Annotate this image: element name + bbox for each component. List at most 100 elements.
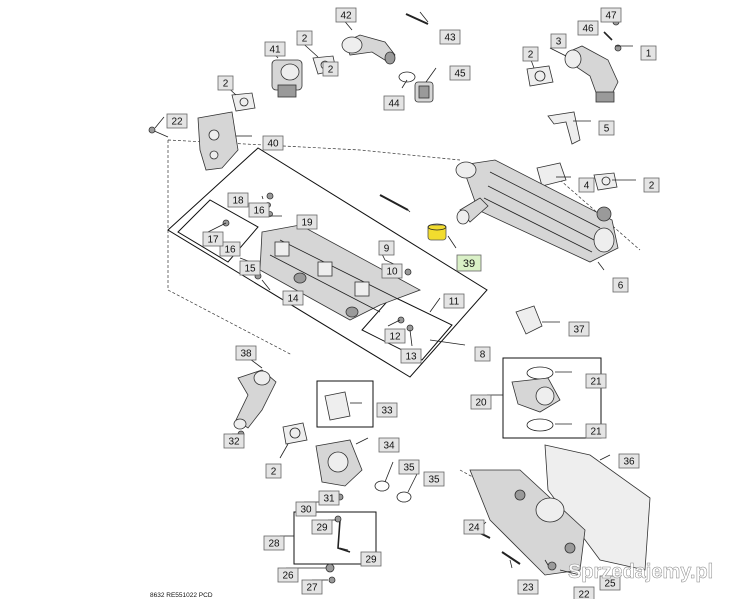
- screw-26: [325, 563, 335, 573]
- callout-box: [599, 575, 621, 591]
- callout-box: [227, 192, 249, 208]
- callout-box: [223, 433, 245, 449]
- callout-c45: 45: [449, 65, 471, 81]
- callout-box: [470, 394, 492, 410]
- callout-box: [643, 177, 660, 193]
- gasket-lower-left: [282, 422, 308, 445]
- callout-box: [640, 45, 657, 61]
- callout-c35b: 35: [423, 471, 445, 487]
- callout-number: 34: [383, 441, 395, 452]
- callout-box: [262, 135, 284, 151]
- callout-c41: 41: [264, 41, 286, 57]
- callout-labels: 1222222345689101112131415161617181920212…: [166, 7, 660, 602]
- callout-number: 38: [240, 349, 252, 360]
- callout-box: [378, 240, 395, 256]
- callout-box: [296, 214, 318, 230]
- callout-number: 2: [528, 50, 534, 61]
- callout-c30: 30: [295, 501, 317, 517]
- callout-box: [360, 551, 382, 567]
- callout-number: 15: [244, 264, 256, 275]
- callout-c5: 5: [598, 120, 615, 136]
- callout-c35a: 35: [398, 459, 420, 475]
- callout-number: 28: [268, 539, 280, 550]
- callout-c43: 43: [439, 29, 461, 45]
- callout-number: 3: [556, 37, 562, 48]
- callout-c33: 33: [376, 402, 398, 418]
- callout-number: 10: [386, 267, 398, 278]
- callout-number: 21: [590, 427, 602, 438]
- group-outline-egr-cooler-top: [167, 139, 461, 161]
- callout-box: [311, 519, 333, 535]
- callout-c29b: 29: [360, 551, 382, 567]
- callout-c23: 23: [517, 579, 539, 595]
- coupling-45: [414, 81, 434, 103]
- callout-box: [449, 65, 471, 81]
- callout-box: [598, 120, 615, 136]
- egr-valve: [511, 366, 561, 432]
- callout-c2f: 2: [322, 61, 339, 77]
- callout-number: 45: [454, 69, 466, 80]
- exhaust-pipe-38: [233, 369, 277, 430]
- callout-c47: 47: [600, 7, 622, 23]
- gasket-right-mid: [593, 172, 618, 191]
- callout-c11: 11: [443, 293, 465, 309]
- nut-1: [614, 44, 622, 52]
- callout-box: [443, 293, 465, 309]
- bolt-23: [501, 551, 521, 565]
- screw-12: [397, 316, 405, 324]
- callout-number: 5: [604, 124, 610, 135]
- callout-box: [398, 459, 420, 475]
- callout-number: 30: [300, 505, 312, 516]
- callout-box: [335, 7, 357, 23]
- callout-number: 44: [388, 99, 400, 110]
- callout-number: 22: [171, 117, 183, 128]
- callout-c16b: 16: [219, 241, 241, 257]
- callout-number: 31: [323, 494, 335, 505]
- egr-valve-kit-frame: [502, 357, 602, 439]
- callout-box: [322, 61, 339, 77]
- callout-box: [463, 519, 485, 535]
- callout-box: [217, 75, 234, 91]
- callout-number: 32: [228, 437, 240, 448]
- callout-c26: 26: [277, 567, 299, 583]
- callout-c21a: 21: [585, 373, 607, 389]
- callout-number: 2: [649, 181, 655, 192]
- callout-number: 12: [389, 332, 401, 343]
- callout-box: [612, 277, 629, 293]
- callout-number: 46: [582, 24, 594, 35]
- callout-box: [585, 423, 607, 439]
- callout-c9: 9: [378, 240, 395, 256]
- callout-c44: 44: [383, 95, 405, 111]
- callout-c36: 36: [618, 453, 640, 469]
- group-outline-egr-cooler: [167, 140, 293, 356]
- flexible-exhaust-pipe: [564, 45, 619, 103]
- callout-box: [474, 346, 491, 362]
- callout-c8: 8: [474, 346, 491, 362]
- gasket-left: [231, 92, 256, 112]
- o-ring-35b: [396, 491, 412, 503]
- callout-c29a: 29: [311, 519, 333, 535]
- gasket-right-top: [526, 65, 554, 87]
- callout-number: 17: [207, 235, 219, 246]
- intake-manifold: [259, 224, 421, 321]
- callout-box: [318, 490, 340, 506]
- mounting-bracket: [197, 111, 239, 171]
- callout-box: [265, 463, 282, 479]
- callout-number: 21: [590, 377, 602, 388]
- callout-number: 1: [646, 49, 652, 60]
- callout-c3: 3: [550, 33, 567, 49]
- long-bolt-top: [405, 13, 429, 25]
- callout-number: 37: [573, 325, 585, 336]
- manifold-subbox-left: [177, 199, 259, 263]
- callout-number: 25: [604, 579, 616, 590]
- callout-c46: 46: [577, 20, 599, 36]
- callout-box: [239, 260, 261, 276]
- callout-box: [277, 567, 299, 583]
- callout-number: 40: [267, 139, 279, 150]
- callout-number: 2: [328, 65, 334, 76]
- callout-c25: 25: [599, 575, 621, 591]
- callout-c32: 32: [223, 433, 245, 449]
- callout-c2d: 2: [643, 177, 660, 193]
- watermark: Sprzedajemy.pl: [568, 561, 713, 583]
